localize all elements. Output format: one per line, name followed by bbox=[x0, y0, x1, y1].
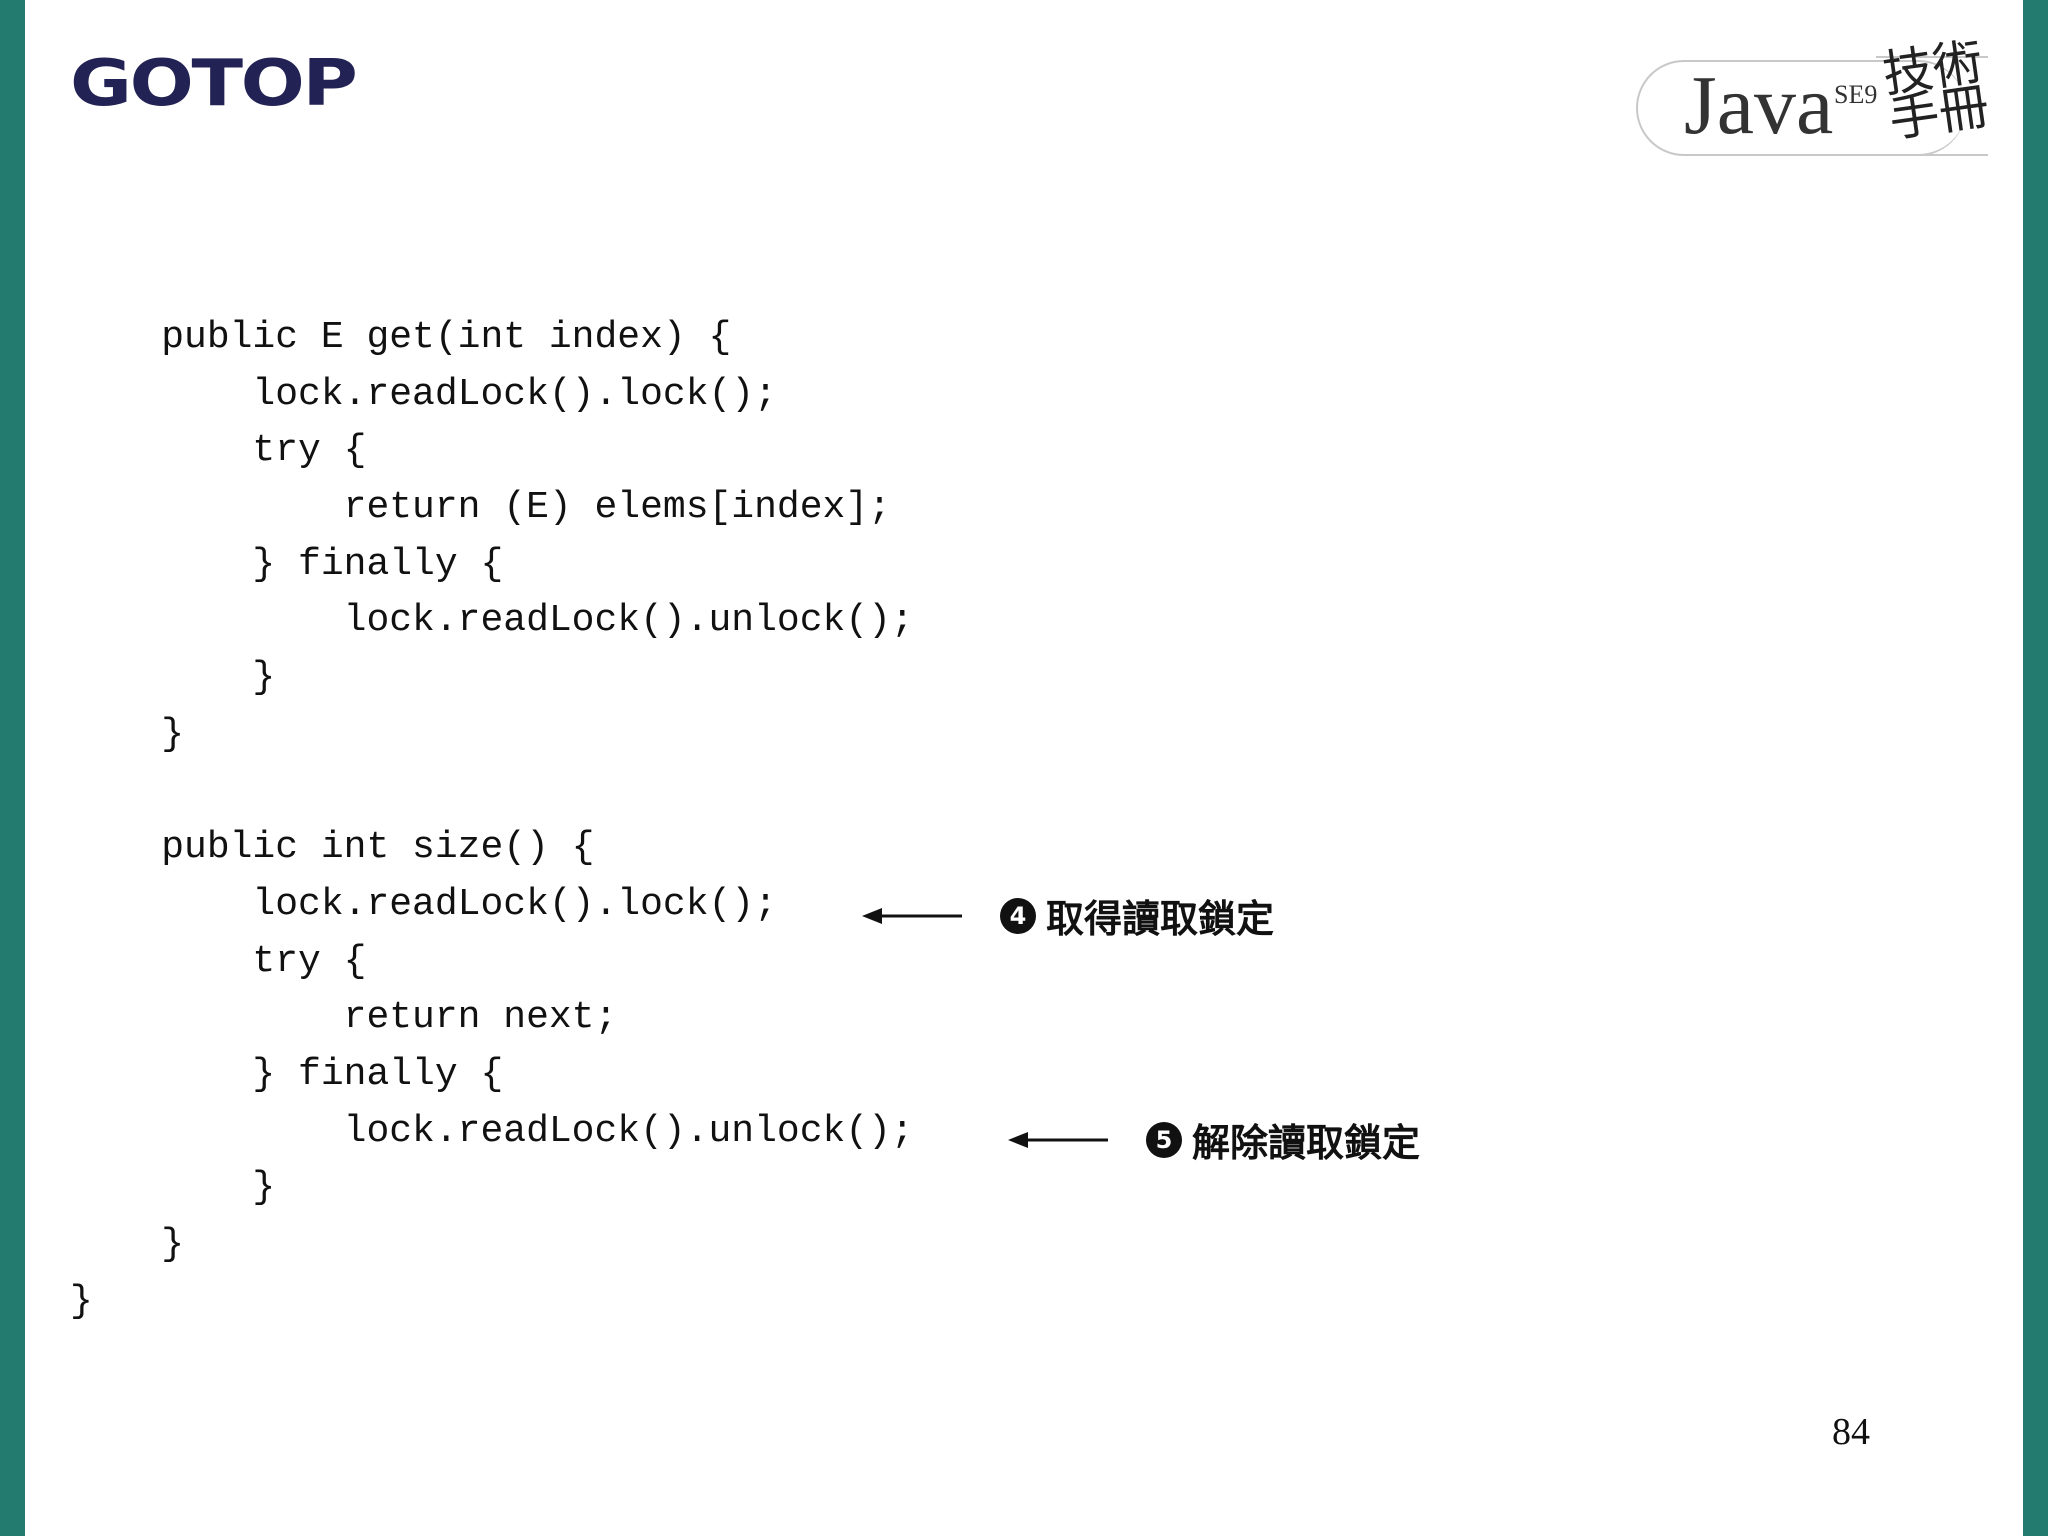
java-book-logo: Java SE9 技術手冊 bbox=[1636, 33, 1993, 156]
code-line: lock.readLock().unlock(); bbox=[70, 1109, 914, 1153]
left-arrow-icon bbox=[1008, 1131, 1108, 1148]
left-accent-bar bbox=[0, 0, 25, 1536]
code-line: } finally { bbox=[70, 1052, 504, 1096]
page-number: 84 bbox=[1832, 1411, 1870, 1453]
code-line: lock.readLock().lock(); bbox=[70, 882, 777, 926]
code-line: } bbox=[70, 1223, 185, 1266]
annotation-number-badge: 5 bbox=[1146, 1121, 1182, 1158]
annotation-acquire-lock: 4 取得讀取鎖定 bbox=[862, 888, 1274, 943]
code-line: } bbox=[70, 1279, 93, 1323]
code-line: } finally { bbox=[70, 542, 504, 586]
code-line: public int size() { bbox=[70, 826, 595, 870]
right-accent-bar bbox=[2023, 0, 2048, 1536]
annotation-text: 取得讀取鎖定 bbox=[1046, 897, 1275, 941]
code-line: } bbox=[70, 656, 276, 700]
code-line: public E get(int index) { bbox=[70, 316, 732, 359]
left-arrow-icon bbox=[862, 907, 962, 924]
code-line: } bbox=[70, 1166, 276, 1210]
code-line: lock.readLock().lock(); bbox=[70, 372, 777, 416]
logo-edition-text: SE9 bbox=[1834, 80, 1878, 109]
code-line: } bbox=[70, 712, 185, 756]
code-line: try { bbox=[70, 939, 367, 983]
annotation-text: 解除讀取鎖定 bbox=[1192, 1121, 1421, 1165]
logo-rule-bottom bbox=[1876, 154, 1988, 156]
code-line: try { bbox=[70, 429, 367, 473]
gotop-logo: GOTOP bbox=[70, 47, 358, 121]
code-line: return (E) elems[index]; bbox=[70, 486, 891, 530]
code-line: lock.readLock().unlock(); bbox=[70, 599, 914, 643]
code-line bbox=[70, 764, 914, 821]
code-block: public E get(int index) { lock.readLock(… bbox=[70, 310, 914, 1330]
annotation-release-lock: 5 解除讀取鎖定 bbox=[1008, 1112, 1420, 1167]
logo-subtitle-text: 技術手冊 bbox=[1879, 32, 1993, 149]
logo-java-text: Java bbox=[1684, 59, 1834, 152]
code-line: return next; bbox=[70, 996, 618, 1040]
annotation-number-badge: 4 bbox=[1000, 897, 1036, 934]
logo-rule-top bbox=[1876, 56, 1988, 58]
logo-pill-outline bbox=[1636, 60, 1966, 156]
